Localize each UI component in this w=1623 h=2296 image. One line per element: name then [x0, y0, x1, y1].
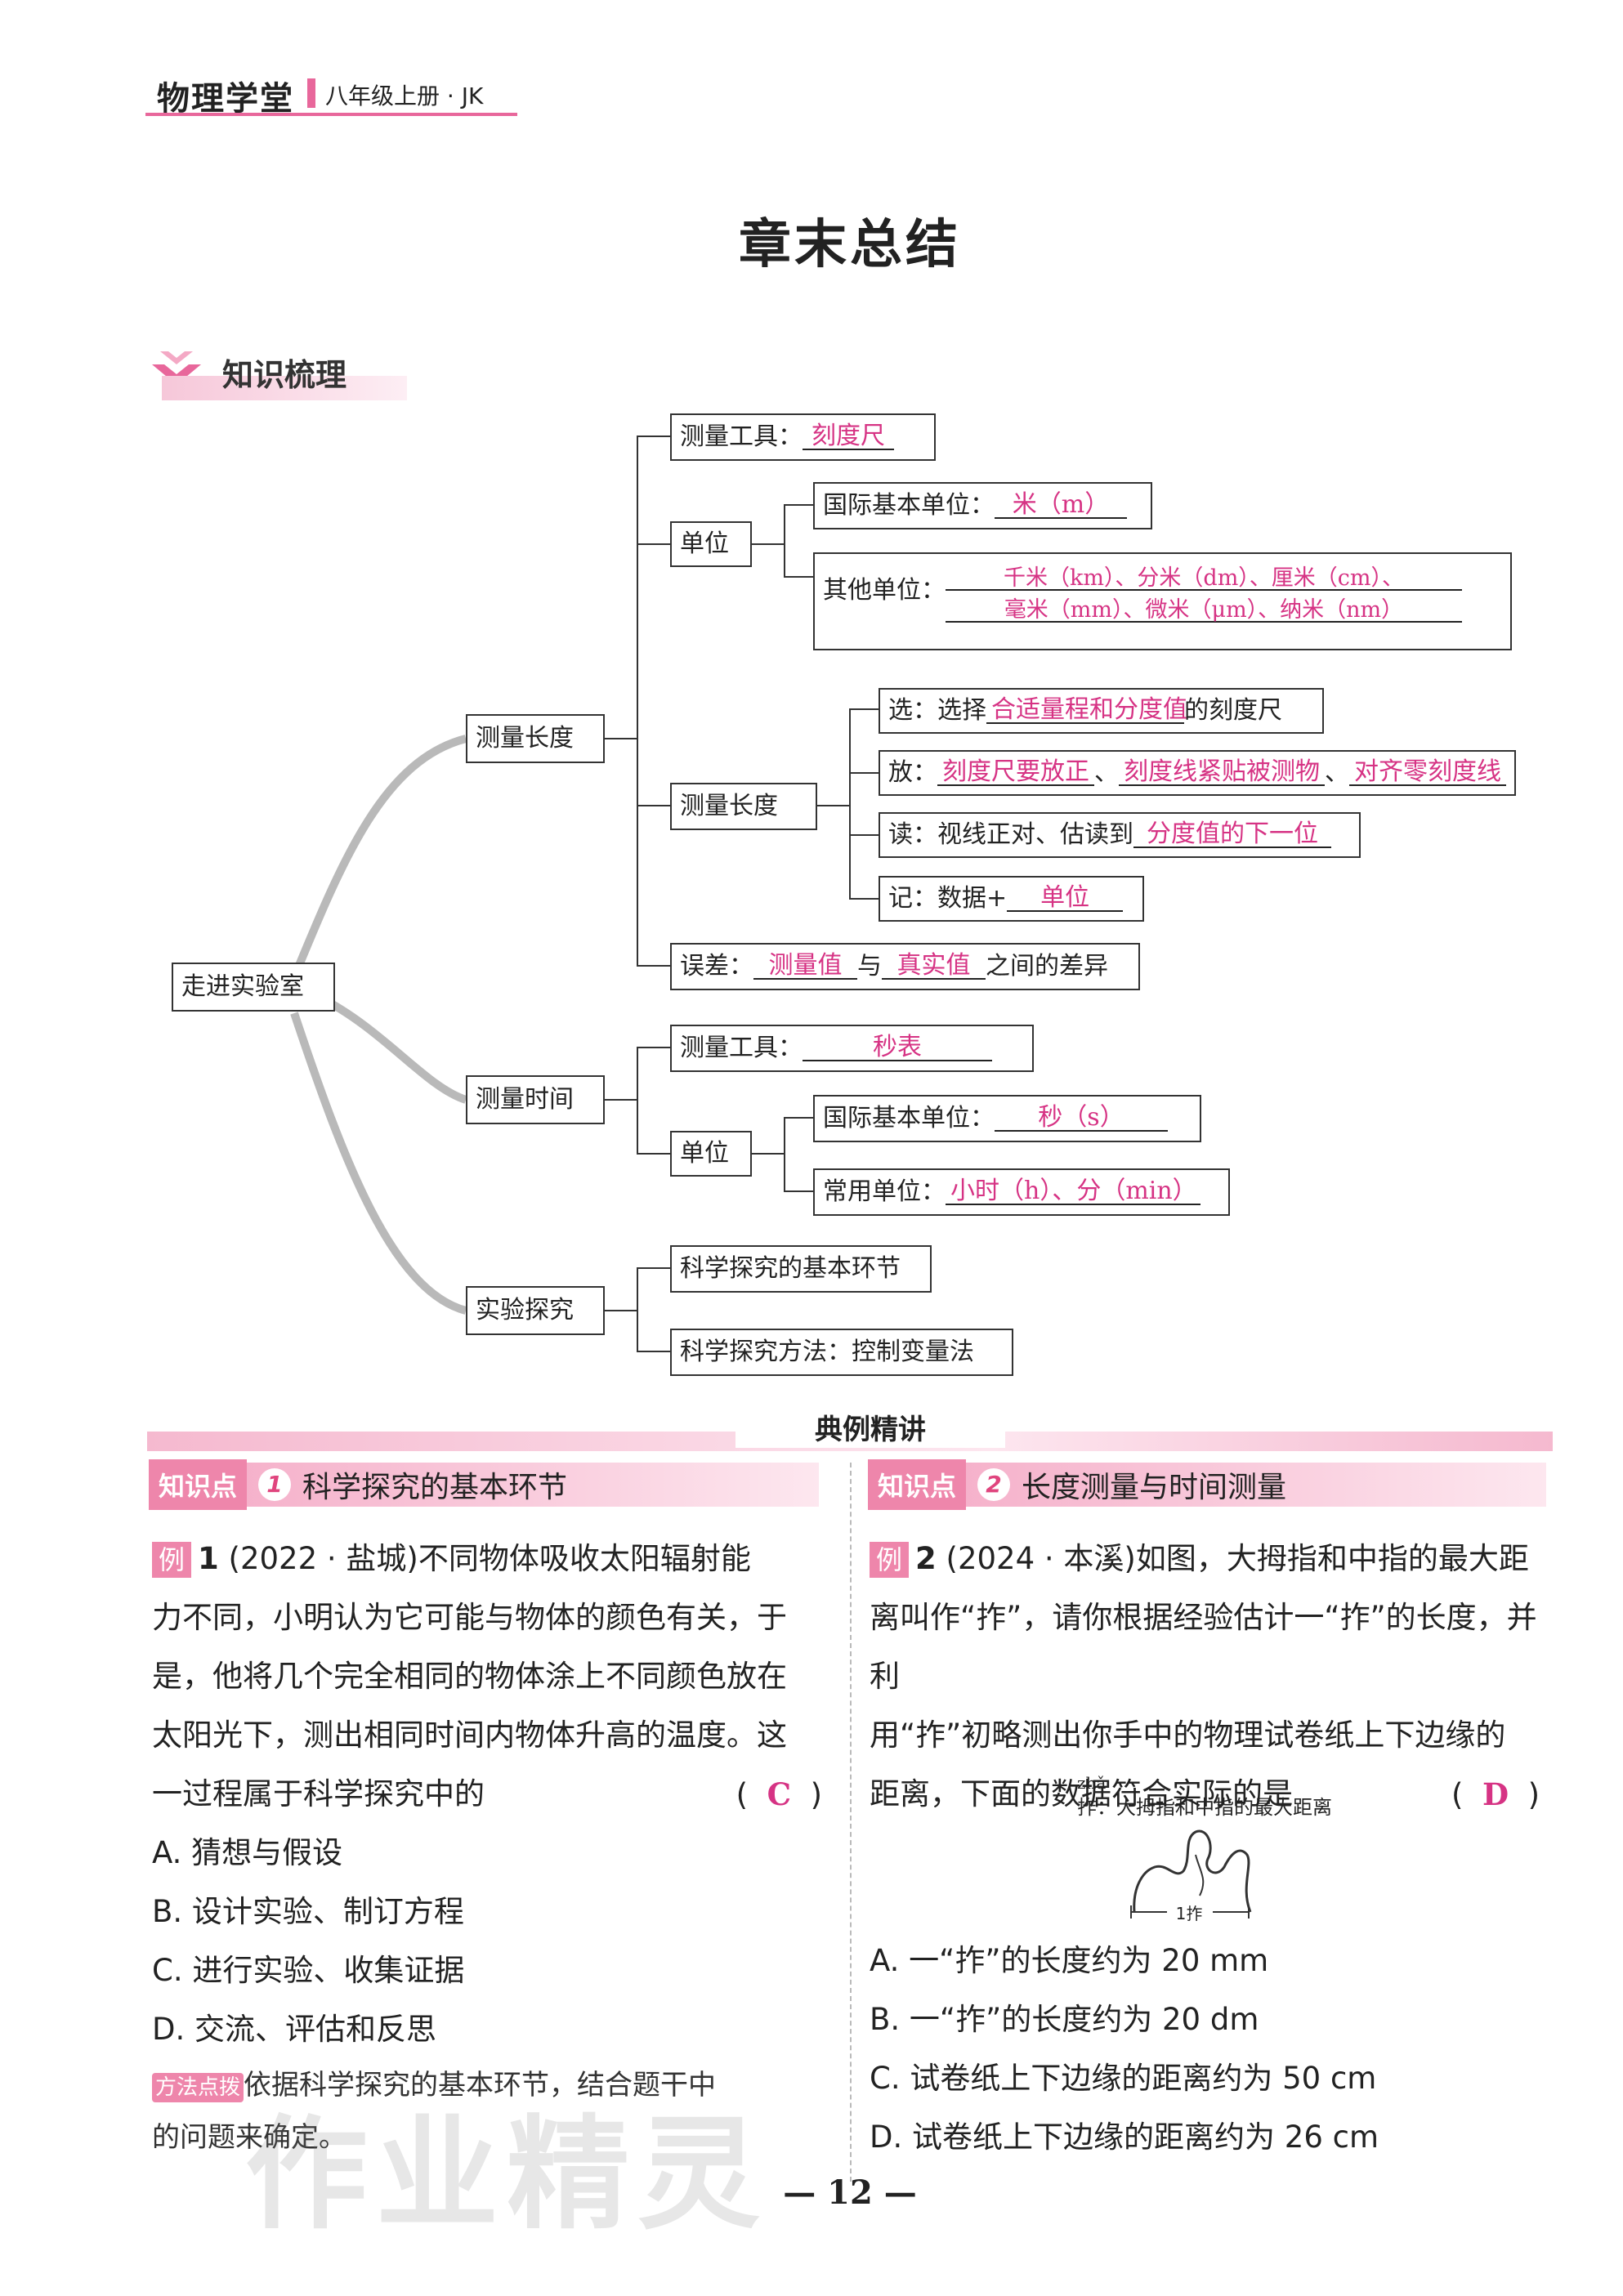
choice-d: D. 交流、评估和反思 — [152, 2012, 437, 2047]
node-measure-length: 测量长度 — [466, 714, 605, 763]
knowledge-point-2: 知识点 2 长度测量与时间测量 — [868, 1459, 1546, 1510]
method-tip: 方法点拨依据科学探究的基本环节，结合题干中 的问题来确定。 — [152, 2069, 717, 2154]
header-underline — [145, 113, 517, 116]
answer-time-tool: 秒表 — [803, 1035, 992, 1061]
book-edition: 八年级上册 · JK — [325, 83, 484, 109]
node-choose: 选：选择合适量程和分度值的刻度尺 — [879, 688, 1324, 734]
method-tip-tag: 方法点拨 — [152, 2073, 244, 2102]
choice-c: C. 试卷纸上下边缘的距离约为 50 cm — [870, 2061, 1377, 2096]
node-error: 误差：测量值与真实值之间的差异 — [670, 943, 1140, 990]
node-time-unit: 单位 — [670, 1131, 752, 1177]
section-title: 知识梳理 — [222, 357, 347, 393]
page-title: 章末总结 — [739, 215, 961, 275]
hand-span-figure: zhǎ 拃：大拇指和中指的最大距离 1拃 — [1077, 1773, 1332, 1923]
answer-read: 分度值的下一位 — [1133, 822, 1331, 848]
figure-caption: 拃：大拇指和中指的最大距离 — [1077, 1796, 1332, 1819]
example-2-tag: 例 — [870, 1542, 910, 1578]
node-length-si-unit: 国际基本单位：米（m） — [813, 482, 1152, 529]
node-time-si-unit: 国际基本单位：秒（s） — [813, 1095, 1201, 1142]
page-number: — 12 — — [783, 2173, 917, 2212]
watermark: 作业精灵 — [245, 2104, 769, 2246]
hand-icon — [1133, 1829, 1252, 1913]
mindmap-connectors — [290, 436, 879, 1352]
root-node: 走进实验室 — [172, 963, 335, 1012]
choice-c: C. 进行实验、收集证据 — [152, 1953, 465, 1988]
knowledge-point-1-title: 科学探究的基本环节 — [302, 1471, 568, 1504]
span-scale-label: 1拃 — [1175, 1904, 1203, 1923]
example-1-choices: A. 猜想与假设 B. 设计实验、制订方程 C. 进行实验、收集证据 D. 交流… — [152, 1824, 464, 2059]
node-length-tool: 测量工具：刻度尺 — [670, 413, 936, 461]
node-length-unit: 单位 — [670, 521, 752, 567]
knowledge-point-2-number: 2 — [977, 1468, 1011, 1501]
answer-error-2: 真实值 — [882, 954, 986, 980]
example-2-answer: D — [1482, 1776, 1509, 1812]
node-explore-steps: 科学探究的基本环节 — [670, 1245, 932, 1293]
knowledge-point-2-title: 长度测量与时间测量 — [1022, 1471, 1287, 1504]
answer-place-2: 刻度线紧贴被测物 — [1119, 760, 1325, 786]
answer-other-units-line1: 千米（km）、分米（dm）、厘米（cm）、 — [946, 567, 1462, 591]
node-explore: 实验探究 — [466, 1286, 605, 1335]
examples-title: 典例精讲 — [735, 1407, 1005, 1448]
node-measure-length-steps: 测量长度 — [670, 783, 817, 830]
node-time-tool: 测量工具：秒表 — [670, 1025, 1034, 1072]
answer-other-units-line2: 毫米（mm）、微米（μm）、纳米（nm） — [946, 599, 1462, 623]
section-band — [162, 376, 407, 400]
choice-d: D. 试卷纸上下边缘的距离约为 26 cm — [870, 2120, 1379, 2155]
choice-b: B. 设计实验、制订方程 — [152, 1894, 464, 1929]
answer-choose: 合适量程和分度值 — [986, 698, 1187, 724]
choice-b: B. 一“拃”的长度约为 20 dm — [870, 2002, 1259, 2037]
choice-a: A. 一“拃”的长度约为 20 mm — [870, 1943, 1269, 1978]
answer-place-1: 刻度尺要放正 — [937, 760, 1094, 786]
example-2-choices: A. 一“拃”的长度约为 20 mm B. 一“拃”的长度约为 20 dm C.… — [870, 1932, 1379, 2167]
node-read: 读：视线正对、估读到分度值的下一位 — [879, 812, 1361, 858]
answer-length-si-unit: 米（m） — [995, 493, 1127, 519]
node-length-other-units: 其他单位： 千米（km）、分米（dm）、厘米（cm）、 毫米（mm）、微米（μm… — [813, 552, 1512, 650]
answer-error-1: 测量值 — [753, 954, 857, 980]
example-1-answer: C — [767, 1776, 792, 1812]
answer-time-si-unit: 秒（s） — [995, 1106, 1168, 1132]
answer-length-tool: 刻度尺 — [803, 424, 894, 450]
node-explore-method: 科学探究方法：控制变量法 — [670, 1329, 1013, 1376]
book-title: 物理学堂 — [157, 79, 294, 118]
answer-record: 单位 — [1007, 886, 1124, 912]
answer-place-3: 对齐零刻度线 — [1349, 760, 1506, 786]
node-place: 放：刻度尺要放正、刻度线紧贴被测物、对齐零刻度线 — [879, 750, 1516, 796]
column-divider — [850, 1463, 853, 2182]
section-ribbon-icon — [152, 351, 201, 385]
span-scale-icon — [1130, 1905, 1250, 1919]
choice-a: A. 猜想与假设 — [152, 1835, 343, 1870]
node-record: 记：数据+单位 — [879, 876, 1144, 922]
answer-time-common-unit: 小时（h）、分（min） — [946, 1179, 1200, 1205]
knowledge-point-1: 知识点 1 科学探究的基本环节 — [149, 1459, 819, 1510]
node-time-common-unit: 常用单位：小时（h）、分（min） — [813, 1168, 1230, 1216]
knowledge-point-1-number: 1 — [258, 1468, 292, 1501]
node-measure-time: 测量时间 — [466, 1075, 605, 1124]
example-1-tag: 例 — [152, 1542, 192, 1578]
header-divider — [307, 78, 315, 108]
